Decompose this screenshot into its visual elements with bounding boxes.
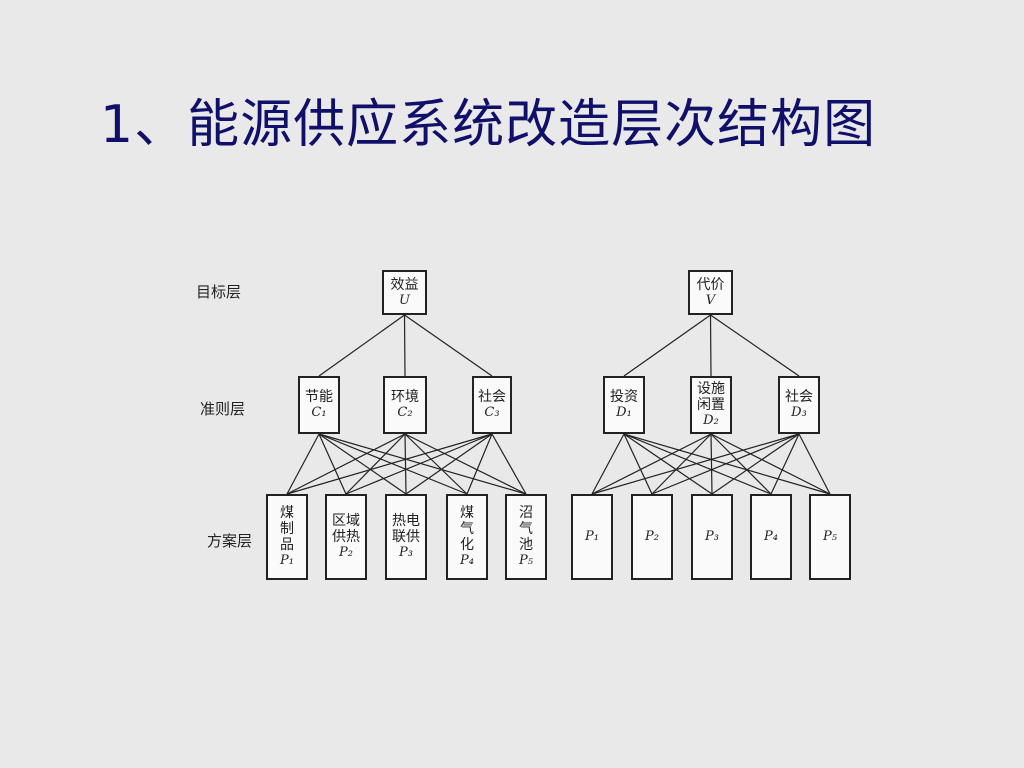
edge-left-c1-p1	[286, 433, 320, 495]
level-label-alternatives: 方案层	[207, 532, 253, 550]
edge-left-c3-p3	[405, 433, 493, 495]
edge-right-c3-p3	[711, 433, 800, 495]
edge-right-c3-p5	[798, 433, 831, 495]
page-title: 1、能源供应系统改造层次结构图	[100, 95, 877, 155]
edge-right-c2-p3	[710, 433, 713, 495]
edge-left-c1-p2	[318, 433, 347, 495]
edge-left-c3-p4	[466, 433, 493, 495]
edge-left-c3-p2	[345, 433, 493, 495]
edge-left-c2-p4	[404, 433, 468, 495]
edge-right-c2-p1	[591, 433, 712, 495]
edge-left-goal-c2	[403, 314, 406, 377]
node-right-alt-1: P₁	[571, 494, 613, 580]
edge-right-c1-p1	[591, 433, 625, 495]
edge-left-c1-p4	[318, 433, 468, 495]
node-right-alt-3: P₃	[691, 494, 733, 580]
edge-right-c3-p4	[770, 433, 800, 495]
edge-left-c1-p5	[318, 433, 527, 495]
edge-right-c1-p2	[623, 433, 653, 495]
edge-left-c2-p3	[404, 433, 407, 495]
edge-left-c1-p3	[318, 433, 407, 495]
edge-right-c3-p2	[651, 433, 800, 495]
edge-right-goal-c3	[710, 314, 800, 377]
edge-left-c3-p1	[286, 433, 493, 495]
edge-left-c2-p5	[404, 433, 527, 495]
edge-left-c2-p1	[286, 433, 406, 495]
node-right-alt-5: P₅	[809, 494, 851, 580]
node-right-alt-2: P₂	[631, 494, 673, 580]
node-right-alt-4: P₄	[750, 494, 792, 580]
level-label-criteria: 准则层	[200, 400, 246, 418]
edge-right-c2-p2	[651, 433, 712, 495]
edge-right-c2-p5	[710, 433, 831, 495]
edge-right-goal-c1	[623, 314, 711, 377]
edge-left-goal-c3	[404, 314, 493, 377]
edge-left-goal-c1	[318, 314, 405, 377]
edge-right-c3-p1	[591, 433, 800, 495]
edge-right-goal-c2	[709, 314, 712, 377]
edge-left-c3-p5	[491, 433, 527, 495]
level-label-goal: 目标层	[196, 283, 242, 301]
edge-left-c2-p2	[345, 433, 406, 495]
edge-right-c1-p3	[623, 433, 713, 495]
edge-right-c2-p4	[710, 433, 772, 495]
